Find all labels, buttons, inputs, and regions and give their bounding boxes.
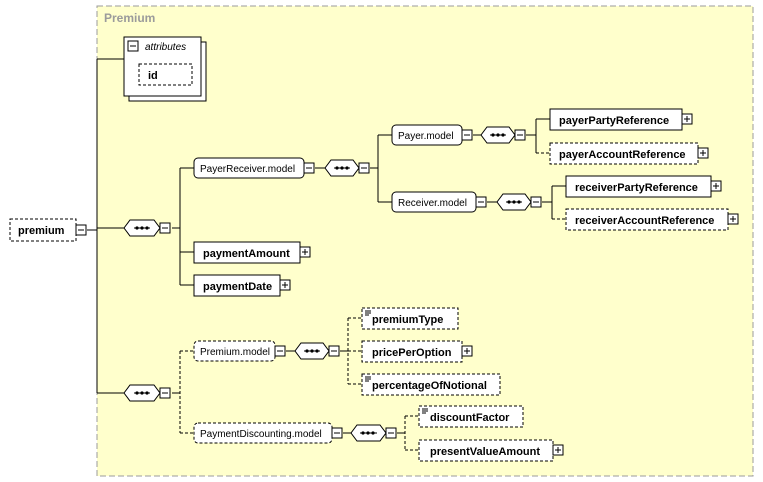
sequence-compositor[interactable] (496, 193, 542, 211)
discount-factor-element[interactable]: discountFactor (418, 405, 524, 428)
collapse-icon[interactable] (159, 222, 171, 234)
price-per-option-label: pricePerOption (372, 347, 452, 359)
premium-model-label: Premium.model (200, 347, 270, 358)
receiver-model-group[interactable]: Receiver.model (391, 191, 487, 213)
group-title: Premium (104, 11, 155, 25)
price-per-option-element[interactable]: pricePerOption (361, 340, 473, 363)
expand-icon[interactable] (697, 147, 709, 159)
present-value-amount-element[interactable]: presentValueAmount (418, 439, 564, 462)
collapse-icon[interactable] (328, 345, 340, 357)
payer-account-reference-element[interactable]: payerAccountReference (549, 142, 709, 165)
attribute-id-box[interactable] (138, 63, 193, 86)
simple-content-icon (365, 376, 371, 382)
sequence-compositor[interactable] (324, 159, 370, 177)
payment-amount-element[interactable]: paymentAmount (193, 241, 311, 264)
expand-icon[interactable] (279, 279, 291, 291)
expand-icon[interactable] (552, 444, 564, 456)
collapse-icon[interactable] (475, 196, 487, 208)
attributes-collapse-icon[interactable] (127, 40, 139, 52)
sequence-compositor[interactable] (123, 219, 171, 237)
collapse-icon[interactable] (75, 224, 87, 236)
payment-discounting-model-group[interactable]: PaymentDiscounting.model (193, 422, 343, 444)
sequence-compositor[interactable] (350, 424, 397, 442)
expand-icon[interactable] (299, 246, 311, 258)
receiver-party-reference-label: receiverPartyReference (575, 182, 698, 194)
premium-label: premium (18, 225, 65, 237)
collapse-icon[interactable] (461, 129, 473, 141)
payment-amount-label: paymentAmount (203, 248, 290, 260)
payer-account-reference-label: payerAccountReference (559, 149, 686, 161)
payer-party-reference-element[interactable]: payerPartyReference (549, 108, 693, 131)
attributes-box: attributes id (123, 36, 207, 102)
collapse-icon[interactable] (331, 427, 343, 439)
collapse-icon[interactable] (303, 162, 315, 174)
present-value-amount-label: presentValueAmount (430, 446, 540, 458)
expand-icon[interactable] (681, 113, 693, 125)
sequence-compositor[interactable] (123, 384, 171, 402)
sequence-compositor[interactable] (294, 342, 340, 360)
payer-receiver-model-group[interactable]: PayerReceiver.model (193, 157, 315, 179)
payer-model-label: Payer.model (398, 131, 454, 142)
percentage-of-notional-label: percentageOfNotional (372, 380, 487, 392)
collapse-icon[interactable] (274, 345, 286, 357)
premium-model-group[interactable]: Premium.model (193, 340, 286, 362)
receiver-party-reference-element[interactable]: receiverPartyReference (565, 175, 722, 198)
collapse-icon[interactable] (385, 427, 397, 439)
collapse-icon[interactable] (358, 162, 370, 174)
payment-date-element[interactable]: paymentDate (193, 274, 291, 297)
simple-content-icon (365, 310, 371, 316)
payment-date-label: paymentDate (203, 281, 272, 293)
receiver-model-label: Receiver.model (398, 198, 467, 209)
expand-icon[interactable] (727, 213, 739, 225)
sequence-compositor[interactable] (480, 126, 526, 144)
collapse-icon[interactable] (530, 196, 542, 208)
simple-content-icon (422, 408, 428, 414)
receiver-account-reference-element[interactable]: receiverAccountReference (565, 208, 739, 231)
collapse-icon[interactable] (514, 129, 526, 141)
attribute-id: id (148, 70, 158, 82)
premium-type-label: premiumType (372, 314, 443, 326)
receiver-account-reference-label: receiverAccountReference (575, 215, 714, 227)
payer-receiver-model-label: PayerReceiver.model (200, 164, 295, 175)
attributes-title: attributes (145, 42, 186, 53)
payer-model-group[interactable]: Payer.model (391, 124, 473, 146)
expand-icon[interactable] (710, 180, 722, 192)
connectors (87, 58, 566, 451)
expand-icon[interactable] (461, 345, 473, 357)
payer-party-reference-label: payerPartyReference (559, 115, 669, 127)
premium-element[interactable]: premium (9, 218, 87, 242)
percentage-of-notional-element[interactable]: percentageOfNotional (361, 373, 501, 396)
collapse-icon[interactable] (159, 387, 171, 399)
discount-factor-label: discountFactor (430, 412, 510, 424)
payment-discounting-model-label: PaymentDiscounting.model (200, 429, 322, 440)
premium-type-element[interactable]: premiumType (361, 307, 459, 330)
